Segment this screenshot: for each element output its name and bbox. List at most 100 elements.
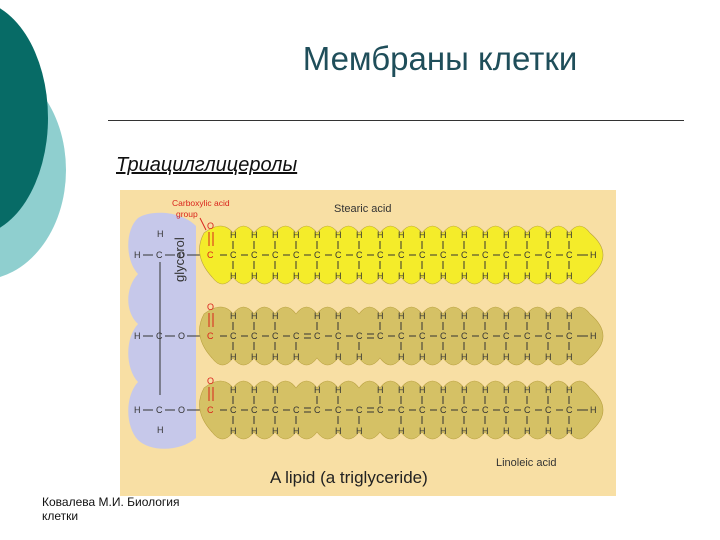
chain-h: H [335, 230, 342, 240]
chain-carbon: C [398, 405, 405, 415]
stearic-label: Stearic acid [334, 203, 391, 215]
chain-h: H [335, 311, 342, 321]
glycerol-h-left: H [134, 331, 141, 341]
glycerol-carbon: C [156, 250, 163, 260]
chain-h: H [566, 271, 573, 281]
carboxyl-carbon: C [207, 405, 214, 415]
chain-carbon: C [356, 331, 363, 341]
chain-h: H [545, 385, 552, 395]
chain-h: H [314, 385, 321, 395]
chain-h: H [503, 426, 510, 436]
chain-carbon: C [377, 250, 384, 260]
chain-h: H [503, 271, 510, 281]
chain-carbon: C [440, 250, 447, 260]
chain-h: H [272, 426, 279, 436]
chain-carbon: C [419, 331, 426, 341]
chain-h: H [251, 271, 258, 281]
chain-h: H [272, 385, 279, 395]
chain-h: H [482, 352, 489, 362]
chain-carbon: C [335, 250, 342, 260]
chain-h: H [545, 271, 552, 281]
chain-h: H [335, 271, 342, 281]
chain-h: H [545, 352, 552, 362]
figure-caption: A lipid (a triglyceride) [270, 468, 428, 487]
glycerol-h-left: H [134, 405, 141, 415]
chain-h: H [503, 385, 510, 395]
chain-carbon: C [377, 331, 384, 341]
glycerol-backbone [128, 212, 196, 449]
slide-subtitle: Триацилглицеролы [116, 154, 298, 176]
chain-carbon: C [566, 250, 573, 260]
chain-h: H [545, 426, 552, 436]
chain-body [199, 380, 604, 440]
chain-carbon: C [524, 331, 531, 341]
carboxyl-carbon: C [207, 331, 214, 341]
chain-h: H [356, 352, 363, 362]
chain-h: H [398, 385, 405, 395]
chain-h: H [461, 230, 468, 240]
chain-h: H [377, 230, 384, 240]
chain-carbon: C [293, 250, 300, 260]
chain-carbon: C [503, 331, 510, 341]
chain-body [199, 306, 604, 366]
chain-carbon: C [314, 250, 321, 260]
chain-carbon: C [566, 405, 573, 415]
chain-h: H [293, 230, 300, 240]
chain-h: H [398, 311, 405, 321]
glycerol-h-left: H [134, 250, 141, 260]
chain-carbon: C [335, 405, 342, 415]
chain-h: H [314, 230, 321, 240]
chain-h: H [482, 271, 489, 281]
chain-h: H [230, 311, 237, 321]
chain-h: H [398, 230, 405, 240]
chain-h: H [419, 426, 426, 436]
chain-carbon: C [440, 405, 447, 415]
glycerol-oxygen: O [178, 331, 185, 341]
chain-carbon: C [230, 331, 237, 341]
chain-carbon: C [272, 331, 279, 341]
chain-h: H [293, 352, 300, 362]
chain-h: H [482, 385, 489, 395]
chain-carbon: C [482, 250, 489, 260]
glycerol-oxygen: O [178, 405, 185, 415]
chain-h: H [398, 426, 405, 436]
chain-h: H [251, 311, 258, 321]
chain-h: H [398, 352, 405, 362]
glycerol-carbon: C [156, 405, 163, 415]
chain-carbon: C [293, 331, 300, 341]
chain-h: H [377, 385, 384, 395]
glycerol-h-bottom: H [157, 425, 164, 435]
chain-carbon: C [524, 405, 531, 415]
chain-h: H [272, 230, 279, 240]
chain-h: H [230, 271, 237, 281]
chain-carbon: C [419, 405, 426, 415]
chain-h: H [524, 271, 531, 281]
chain-carbon: C [230, 250, 237, 260]
chain-h: H [419, 271, 426, 281]
chain-h: H [272, 311, 279, 321]
chain-h: H [566, 426, 573, 436]
chain-h: H [251, 352, 258, 362]
chain-h: H [566, 385, 573, 395]
chain-h: H [419, 385, 426, 395]
chain-carbon: C [545, 331, 552, 341]
chain-h: H [398, 271, 405, 281]
chain-h: H [524, 230, 531, 240]
chain-h: H [419, 311, 426, 321]
chain-h: H [503, 352, 510, 362]
chain-body [199, 225, 604, 285]
chain-h: H [230, 426, 237, 436]
chain-h: H [461, 385, 468, 395]
chain-carbon: C [251, 405, 258, 415]
chain-carbon: C [461, 250, 468, 260]
chain-carbon: C [230, 405, 237, 415]
chain-carbon: C [377, 405, 384, 415]
chain-h: H [524, 385, 531, 395]
chain-carbon: C [524, 250, 531, 260]
chain-carbon: C [356, 250, 363, 260]
slide-title: Мембраны клетки [302, 40, 578, 77]
chain-carbon: C [545, 405, 552, 415]
